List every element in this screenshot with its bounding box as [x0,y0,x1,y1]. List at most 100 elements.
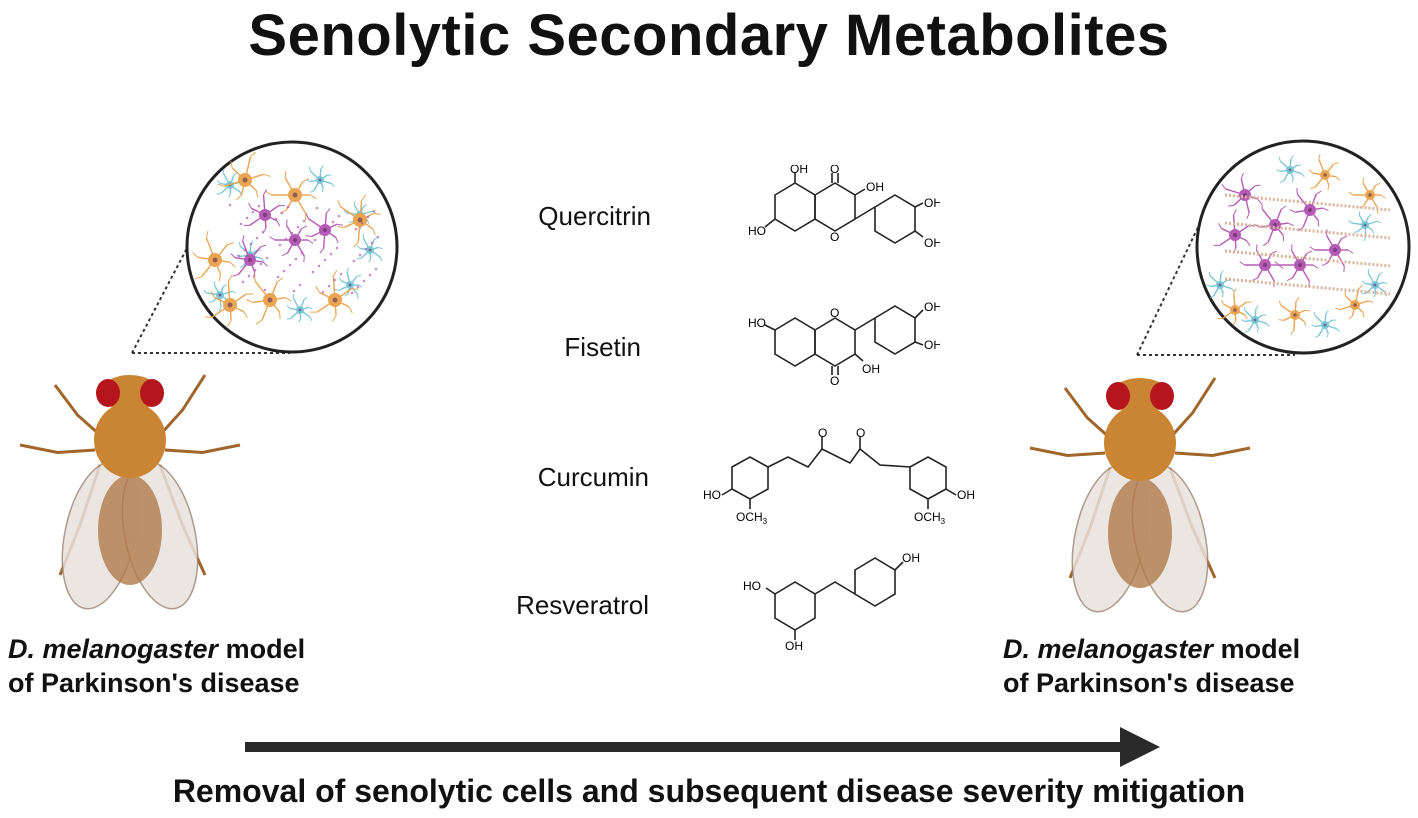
debris-dot [259,262,263,266]
debris-dot [280,211,284,215]
debris-dot [263,288,267,292]
debris-dot [286,205,290,209]
astrocyte-cell [265,171,317,221]
atom-label: OH [785,639,803,653]
atom-label: OCH3 [914,510,946,525]
debris-dot [323,258,327,262]
right-zoom-graphic [1136,139,1411,356]
debris-dot [249,242,253,246]
debris-dot [319,232,323,236]
debris-dot [237,254,241,258]
debris-dot [374,267,378,271]
fly-leg [1029,446,1106,458]
atom-label: O [830,165,839,176]
debris-dot [247,274,251,278]
fly-leg [1168,377,1217,440]
debris-dot [243,248,247,252]
atom-label: OH [862,362,880,376]
debris-dot [368,273,372,277]
debris-dot [350,291,354,295]
debris-dot [360,221,364,225]
neuron-cell [243,189,285,234]
astrocyte-cell [1217,288,1252,326]
debris-dot [257,204,261,208]
atom-label: HO [748,316,766,330]
debris-dot [300,251,304,255]
debris-dot [292,289,296,293]
right-circle-cells [1206,154,1391,338]
compound-curcumin-label: Curcumin [537,462,649,492]
right-fly-illustration [1029,377,1251,613]
left-zoom-graphic [131,140,399,354]
debris-dot [261,230,265,234]
atom-label: OH [957,488,975,502]
neuron-cell [305,208,343,254]
neuron-cell [230,235,268,279]
left-fly-caption: D. melanogaster model of Parkinson's dis… [8,632,305,700]
debris-dot [251,210,255,214]
debris-dot [354,227,358,231]
atom-label: OH [924,196,940,210]
curcumin-structure: O O HO OH OCH3 OCH3 [703,426,975,525]
atom-label: HO [703,488,721,502]
microglia-cell [1276,155,1305,183]
species-name: D. melanogaster [1003,634,1214,664]
fly-leg [19,443,96,455]
debris-dot [366,215,370,219]
debris-dot [298,283,302,287]
microglia-cell [1311,310,1340,338]
debris-dot [253,268,257,272]
atom-label: O [856,426,865,440]
debris-dot [290,231,294,235]
astrocyte-cell [1348,177,1386,214]
debris-dot [313,238,317,242]
debris-dot [239,222,243,226]
debris-dot [352,259,356,263]
neuron-cell [1289,187,1329,232]
debris-dot [329,252,333,256]
debris-dot [284,237,288,241]
microglia-cell [203,281,236,312]
left-fly-illustration [19,374,241,610]
fly-thorax [94,402,166,478]
debris-dot [364,247,368,251]
debris-dot [358,253,362,257]
fly-thorax [1104,405,1176,481]
fly-leg [158,374,207,437]
debris-dot [356,285,360,289]
astrocyte-cell [205,274,254,327]
fly-leg [164,443,241,455]
fly-leg [1063,387,1111,440]
atom-label: O [818,426,827,440]
debris-dot [274,217,278,221]
atom-label: OH [924,300,940,314]
fly-eye [1150,382,1174,410]
right-caption-line2: of Parkinson's disease [1003,668,1295,698]
fly-leg [53,384,101,437]
astrocyte-cell [192,230,236,282]
atom-label: OH [924,236,940,250]
debris-dot [337,214,341,218]
microglia-cell [1348,211,1381,242]
debris-dot [255,236,259,240]
fly-eye [96,379,120,407]
quercitrin-structure: OH O OH HO O OH OH [748,165,940,250]
microglia-cell [356,234,383,263]
resveratrol-structure: HO OH OH [743,551,920,653]
atom-label: OH [902,551,920,565]
debris-dot [370,241,374,245]
debris-dot [265,256,269,260]
debris-dot [327,284,331,288]
fly-eye [140,379,164,407]
debris-dot [278,243,282,247]
atom-label: O [830,306,839,320]
debris-dot [311,270,315,274]
caption-text: model [1213,634,1301,664]
debris-dot [333,278,337,282]
astrocyte-cell [246,274,292,325]
astrocyte-cell [337,194,381,248]
left-circle-cells [192,151,383,327]
fly-leg [1174,446,1251,458]
arrow-caption: Removal of senolytic cells and subsequen… [172,773,1246,809]
neuron-cell [1309,229,1354,273]
